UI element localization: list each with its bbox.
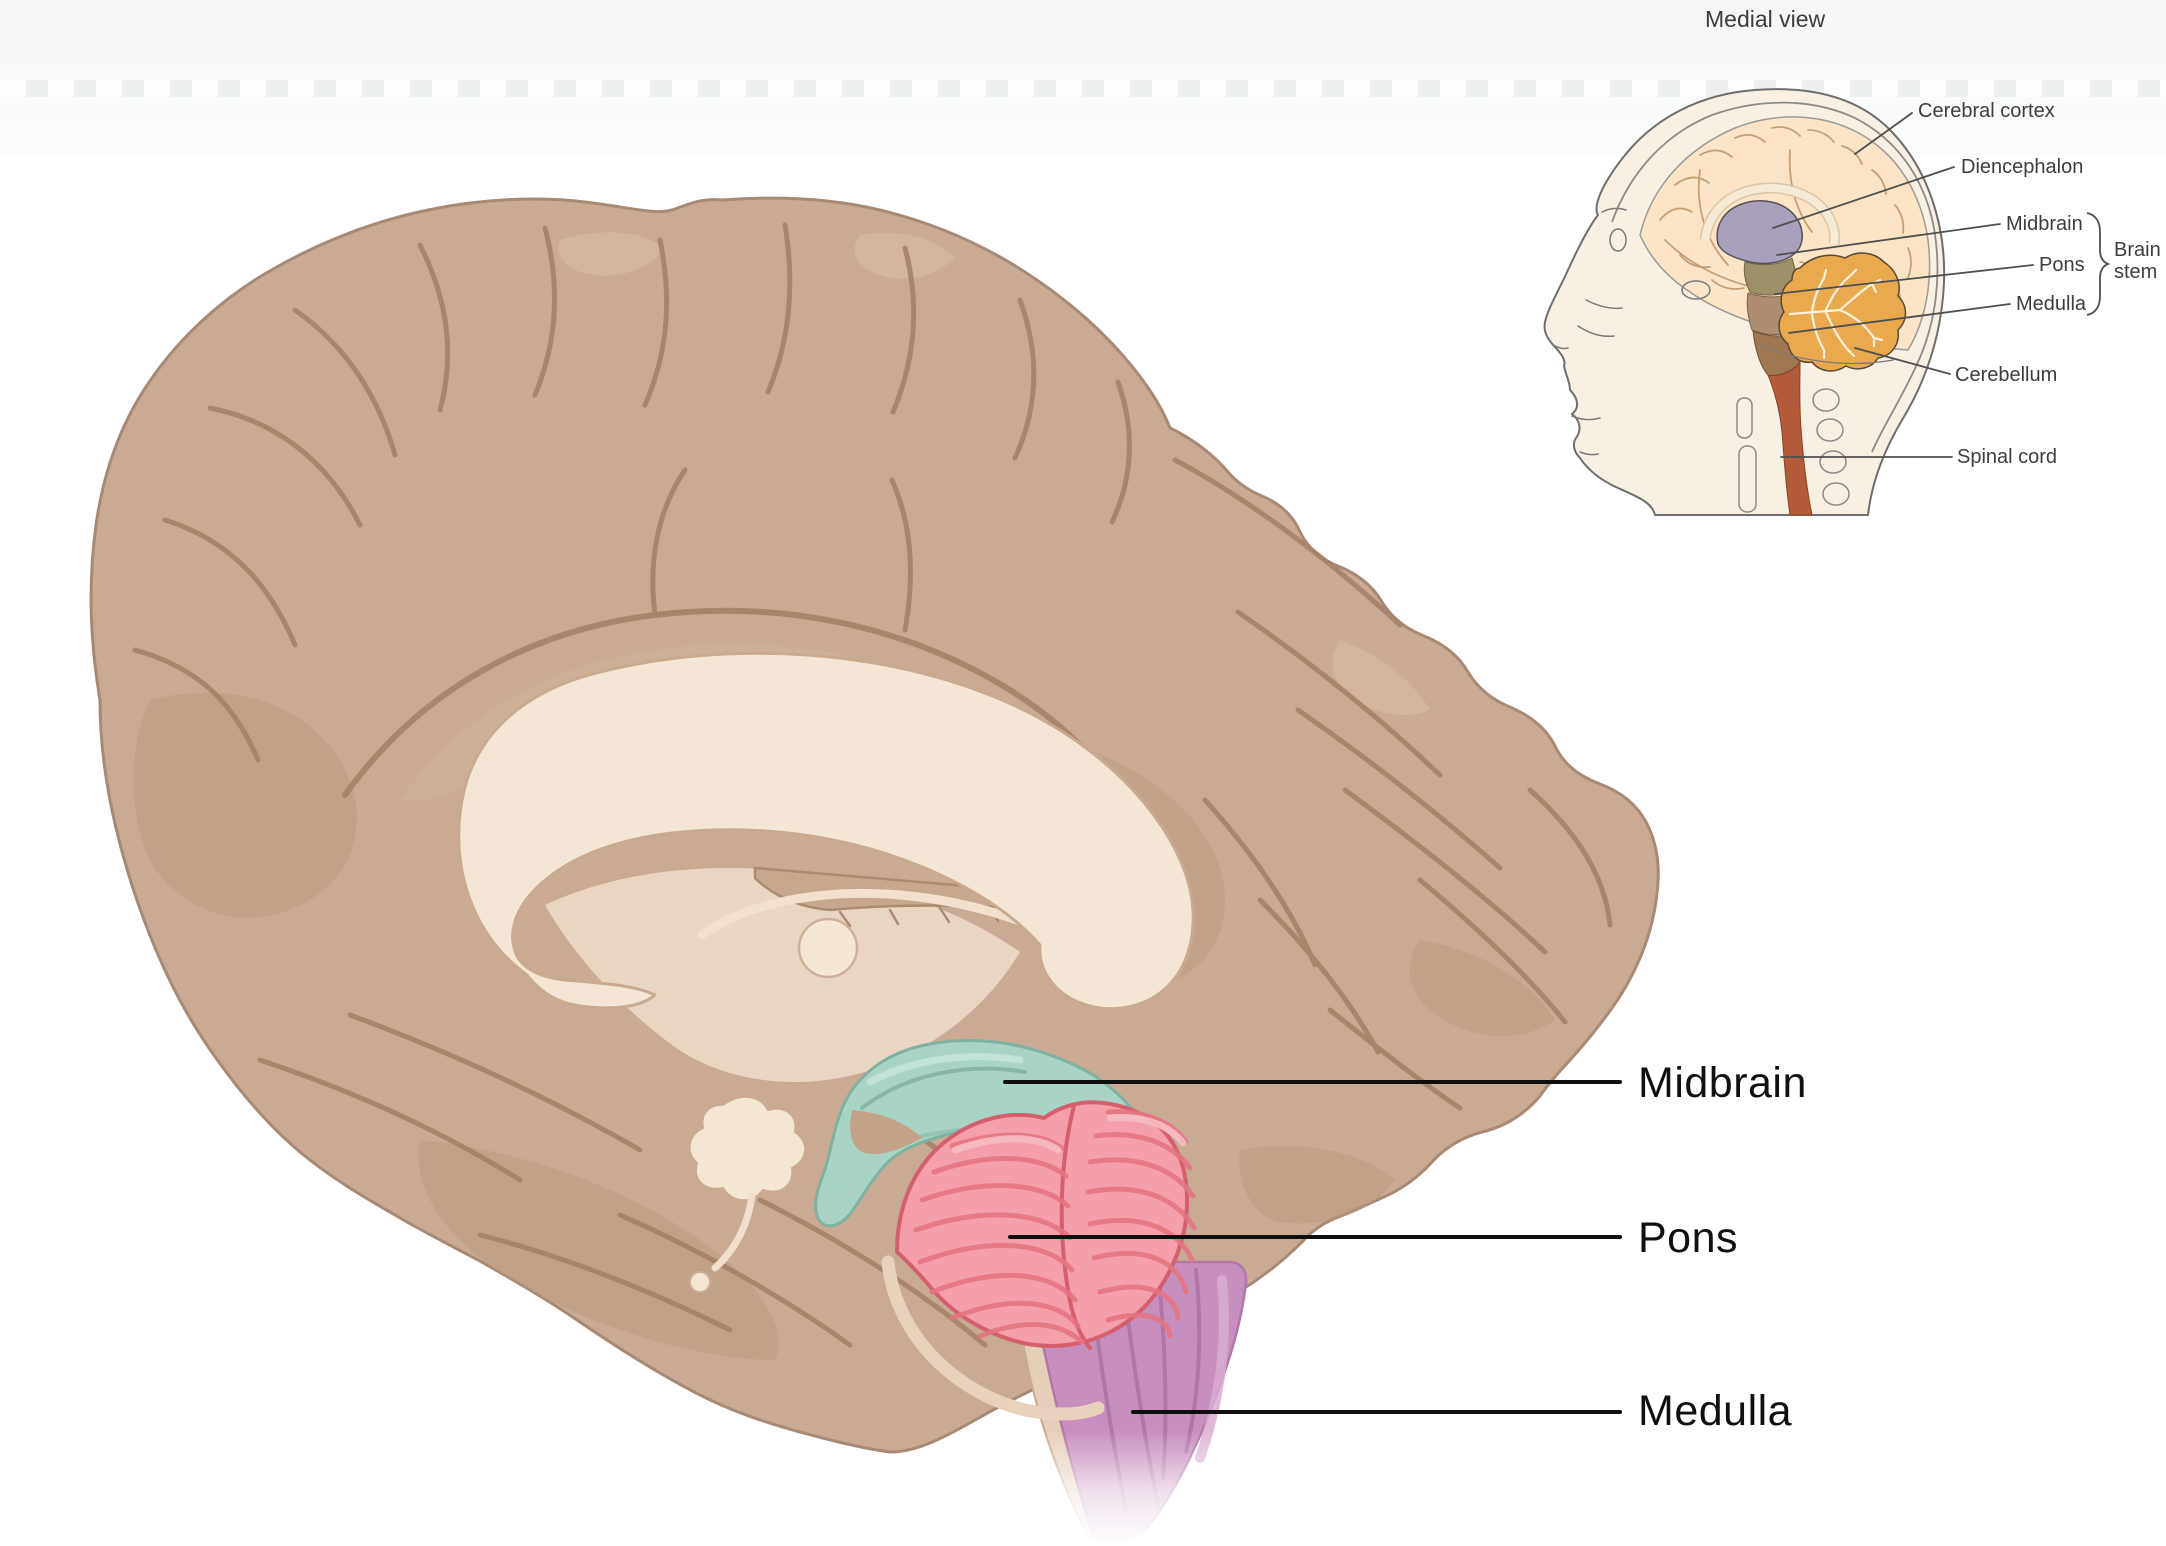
- inset-leader-lines: [1772, 112, 2034, 458]
- label-pons: Pons: [1638, 1214, 1739, 1262]
- hypothalamic-structures: [688, 917, 859, 1293]
- inset-label-cerebral-cortex: Cerebral cortex: [1918, 100, 2055, 122]
- pons-leader-line: [1008, 1235, 1622, 1239]
- medulla-leader-line: [1131, 1410, 1622, 1414]
- label-midbrain: Midbrain: [1638, 1059, 1807, 1107]
- inset-label-cerebellum: Cerebellum: [1955, 364, 2058, 386]
- label-medulla: Medulla: [1638, 1387, 1793, 1435]
- brain-stem-line2: stem: [2114, 261, 2158, 283]
- inset-label-pons: Pons: [2039, 254, 2085, 276]
- inset-label-medulla: Medulla: [2016, 293, 2087, 315]
- filmstrip-dashes-decoration: [0, 80, 2166, 97]
- inset-label-spinal-cord: Spinal cord: [1957, 446, 2058, 468]
- brain-stem-line1: Brain: [2114, 239, 2161, 261]
- midbrain-leader-line: [1003, 1080, 1622, 1084]
- sulci-lines: [132, 222, 1613, 1348]
- arbor-vitae: [1788, 268, 1884, 360]
- inset-label-brain-stem: Brain stem: [2114, 239, 2161, 283]
- fornix: [697, 888, 1060, 940]
- inset-spinal-cord: [1767, 360, 1813, 516]
- brain-stem-brace: [2086, 212, 2111, 316]
- inset-label-midbrain: Midbrain: [2006, 213, 2083, 235]
- page-top-band: [0, 0, 2166, 158]
- pons-rim: [881, 1255, 1105, 1421]
- corpus-callosum: [457, 651, 1195, 1011]
- inset-label-diencephalon: Diencephalon: [1961, 156, 2084, 178]
- tan-fold: [850, 1110, 922, 1155]
- septal-area: [545, 868, 1020, 1082]
- inset-diencephalon: [1716, 200, 1803, 265]
- inset-corpus-callosum-fill: [1701, 184, 1839, 245]
- face-details: [1551, 207, 1894, 456]
- inset-cerebellum: [1778, 252, 1907, 372]
- inset-title: Medial view: [1705, 6, 1826, 32]
- pons-structure: [895, 1100, 1197, 1350]
- inset-head-illustration: [1543, 88, 2111, 516]
- skull-inner-line: [1611, 101, 1939, 453]
- bottom-fade: [960, 1430, 1360, 1546]
